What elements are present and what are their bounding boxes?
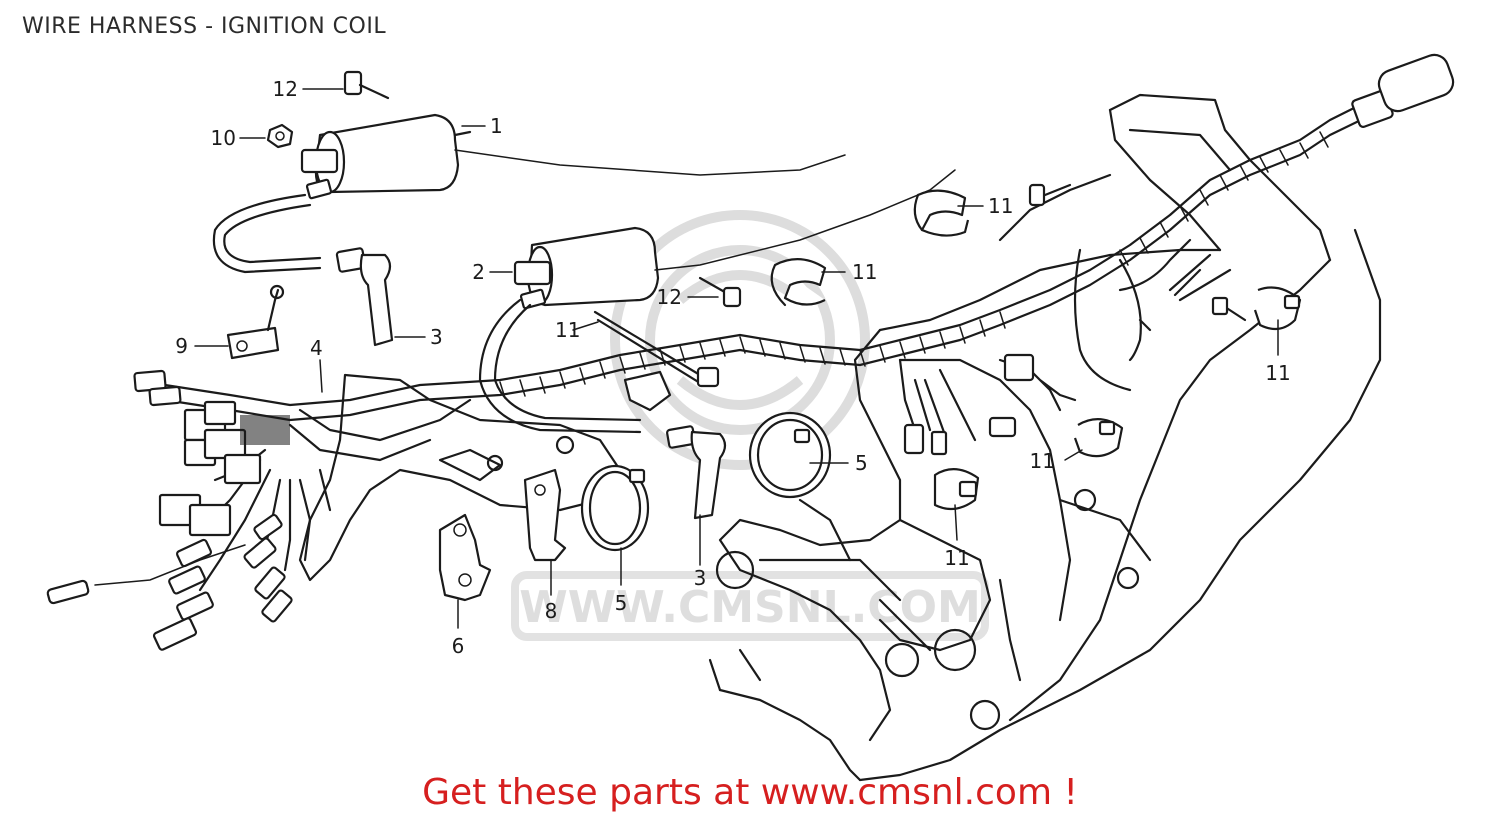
- nut-10: [266, 123, 294, 149]
- callout-11: 11: [852, 260, 877, 284]
- callouts: 12 10 1 2 3 9 4 11 12 11 11 11 11 11 5 5…: [175, 77, 1290, 658]
- clip-11-right: [1211, 286, 1302, 331]
- callout-11: 11: [944, 546, 969, 570]
- callout-11: 11: [1030, 449, 1055, 473]
- callout-8: 8: [545, 599, 558, 623]
- callout-6: 6: [452, 634, 465, 658]
- callout-7: 9: [175, 334, 188, 358]
- band-5-left: [580, 464, 650, 552]
- clip-11-middle: [770, 258, 827, 307]
- frame: [708, 93, 1382, 782]
- spark-plug-cap-3-upper: [335, 247, 394, 347]
- callout-12: 12: [657, 285, 682, 309]
- clip-11-lower: [933, 468, 980, 511]
- band-5-right: [748, 411, 832, 499]
- callout-5: 5: [615, 591, 628, 615]
- harness-terminals: [903, 183, 1072, 456]
- bolt-12-lower: [698, 276, 742, 308]
- clip-11-top: [913, 189, 970, 237]
- wire-harness: [94, 103, 1367, 592]
- callout-10: 10: [211, 126, 236, 150]
- callout-5: 5: [855, 451, 868, 475]
- watermark-text: WWW.CMSNL.COM: [519, 582, 981, 633]
- callout-3: 3: [430, 325, 443, 349]
- harness-connectors: [46, 53, 1455, 651]
- footer-link-text[interactable]: Get these parts at www.cmsnl.com !: [422, 772, 1078, 813]
- callout-4: 4: [310, 336, 323, 360]
- bracket-8: [523, 468, 567, 562]
- callout-3: 3: [694, 566, 707, 590]
- clip-11-lower-right: [1073, 418, 1124, 458]
- callout-1: 1: [490, 114, 503, 138]
- callout-11: 11: [1265, 361, 1290, 385]
- bracket-7: [226, 284, 285, 360]
- callout-9: 11: [555, 318, 580, 342]
- ignition-coil-1: [212, 113, 846, 274]
- stay-6: [438, 513, 492, 602]
- callout-12: 12: [273, 77, 298, 101]
- spark-plug-cap-3-lower: [666, 425, 727, 520]
- bolt-12-upper: [343, 70, 390, 100]
- stay-9: [593, 310, 720, 412]
- ignition-coil-2: [478, 169, 956, 434]
- callout-2: 2: [472, 260, 485, 284]
- leader-lines: [194, 88, 1279, 629]
- page-title: WIRE HARNESS - IGNITION COIL: [22, 14, 387, 39]
- callout-11: 11: [988, 194, 1013, 218]
- left-frame-bracket: [298, 373, 622, 582]
